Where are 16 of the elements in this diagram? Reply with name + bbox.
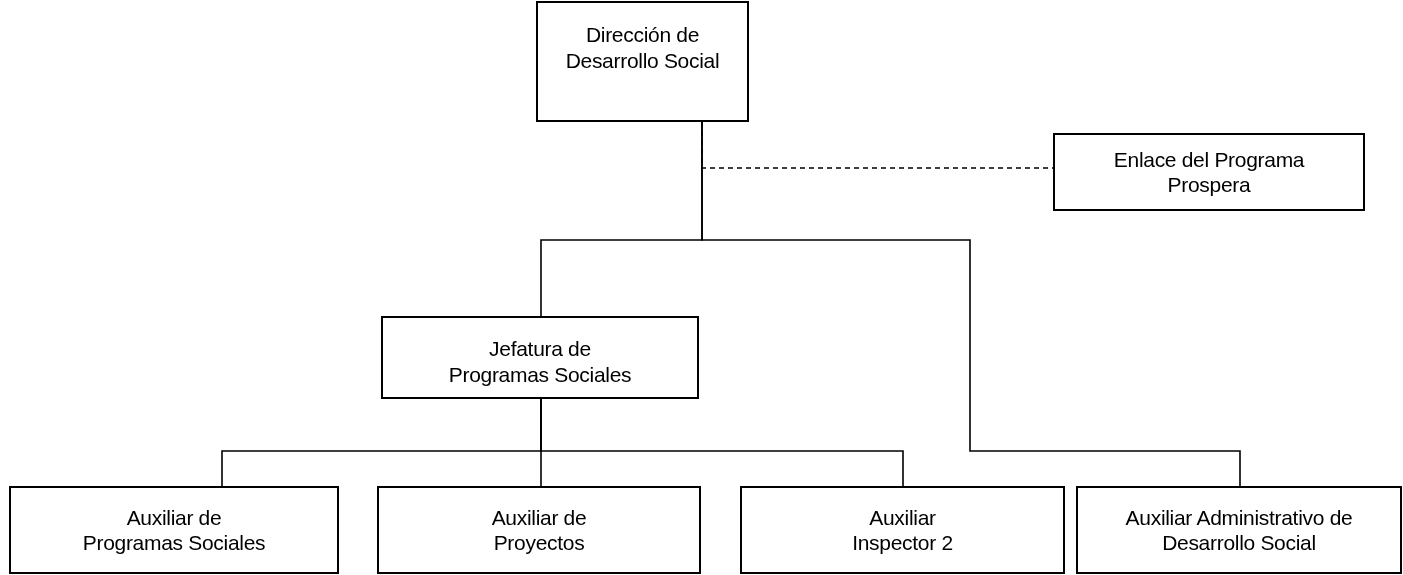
org-box [381, 316, 699, 399]
org-box [9, 486, 339, 574]
org-box [536, 1, 749, 122]
org-box [1053, 133, 1365, 211]
box-title: Auxiliar de Proyectos [490, 504, 588, 556]
org-box [740, 486, 1065, 574]
box-title: Auxiliar de Programas Sociales [81, 504, 267, 556]
connector-line [540, 398, 904, 487]
box-title: Auxiliar Administrativo de Desarrollo Social [1124, 504, 1354, 556]
org-box [377, 486, 701, 574]
connector-line [701, 121, 1241, 487]
box-title: Dirección de Desarrollo Social [564, 22, 721, 73]
org-box [1076, 486, 1402, 574]
box-title: Enlace del Programa Prospera [1112, 146, 1306, 198]
box-title: Jefatura de Programas Sociales [447, 336, 633, 387]
box-title: Auxiliar Inspector 2 [851, 504, 954, 556]
